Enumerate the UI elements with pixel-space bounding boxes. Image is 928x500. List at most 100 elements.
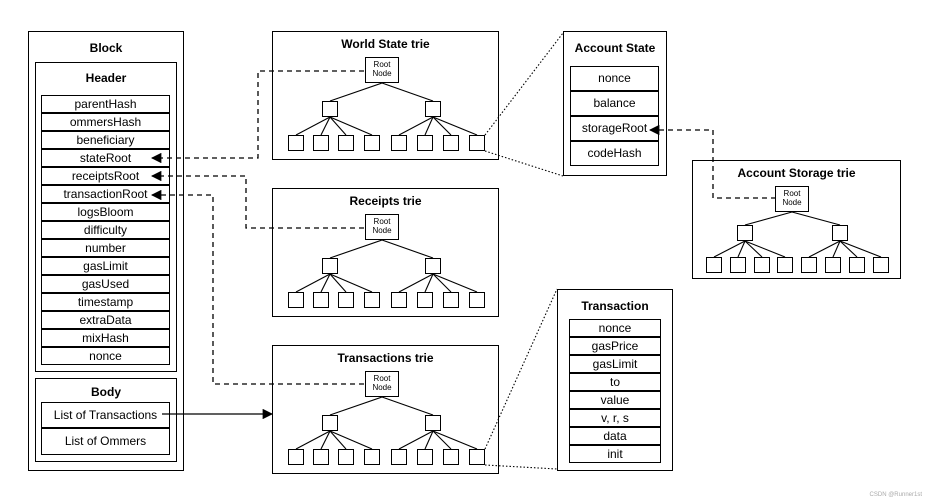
world-state-edge (295, 116, 331, 136)
body-field-list-of-transactions: List of Transactions (41, 402, 170, 428)
account-storage-leaf-node (777, 257, 793, 273)
receipts-edge (432, 273, 452, 293)
account-storage-edge (839, 240, 858, 258)
block-title: Block (89, 41, 123, 55)
receipts-leaf-node (288, 292, 304, 308)
account-storage-edge (839, 240, 882, 258)
receipts-leaf-node (391, 292, 407, 308)
transactions-trie-title: Transactions trie (337, 351, 434, 365)
transactions-leaf-node (364, 449, 380, 465)
world-state-leaf-node (338, 135, 354, 151)
body-title: Body (91, 385, 121, 399)
transactions-leaf-node (469, 449, 485, 465)
account-storage-edge (713, 240, 746, 258)
storageroot-link (648, 124, 776, 199)
account-storage-leaf-node (730, 257, 746, 273)
world-state-trie: World State trie (272, 31, 499, 160)
transactions-leaf-node (313, 449, 329, 465)
transaction-field-8: init (569, 445, 661, 463)
transactions-edge (329, 430, 373, 450)
transaction-field-1: nonce (569, 319, 661, 337)
account-storage-edge (744, 240, 763, 258)
transactions-trie: Transactions trie (272, 345, 499, 474)
world-state-edge (329, 116, 373, 136)
header-field-mixhash: mixHash (41, 329, 170, 347)
header-field-stateroot: stateRoot (41, 149, 170, 167)
receipts-edge (329, 273, 347, 293)
header-field-difficulty: difficulty (41, 221, 170, 239)
world-state-leaf-node (443, 135, 459, 151)
account-storage-leaf-node (873, 257, 889, 273)
receiptsroot-link (150, 170, 364, 229)
account-storage-leaf-node (801, 257, 817, 273)
transactions-edge (295, 430, 331, 450)
receipts-edge (320, 273, 331, 293)
world-state-edge (320, 116, 331, 136)
body-field-list-of-ommers: List of Ommers (41, 428, 170, 455)
account-state-title: Account State (574, 41, 656, 55)
world-state-edge (329, 82, 383, 102)
receipts-branch-node (322, 258, 338, 274)
receipts-root-node: Root Node (365, 214, 399, 240)
stateroot-link (150, 70, 364, 164)
transactions-leaf-node (288, 449, 304, 465)
world-state-leaf-node (469, 135, 485, 151)
header-field-nonce: nonce (41, 347, 170, 365)
transaction-field-7: data (569, 427, 661, 445)
receipts-leaf-node (417, 292, 433, 308)
world-state-leaf-node (313, 135, 329, 151)
transaction-expansion-top (484, 288, 558, 450)
header-title: Header (85, 71, 127, 85)
watermark: CSDN @Runner1st (869, 492, 922, 498)
transaction-field-5: value (569, 391, 661, 409)
receipts-edge (432, 273, 478, 293)
world-state-leaf-node (391, 135, 407, 151)
transactions-edge (381, 396, 434, 416)
world-state-trie-title: World State trie (341, 37, 430, 51)
receipts-edge (295, 273, 331, 293)
header-field-timestamp: timestamp (41, 293, 170, 311)
header-field-gaslimit: gasLimit (41, 257, 170, 275)
account-field-codehash: codeHash (570, 141, 659, 166)
transaction-title: Transaction (581, 299, 649, 313)
world-state-branch-node (322, 101, 338, 117)
account-storage-edge (791, 211, 841, 226)
header-field-parenthash: parentHash (41, 95, 170, 113)
transactions-leaf-node (417, 449, 433, 465)
transaction-field-6: v, r, s (569, 409, 661, 427)
receipts-leaf-node (469, 292, 485, 308)
receipts-edge (424, 273, 434, 293)
header-field-gasused: gasUsed (41, 275, 170, 293)
account-state-expansion-bottom (484, 150, 564, 177)
header-field-transactionroot: transactionRoot (41, 185, 170, 203)
account-field-balance: balance (570, 91, 659, 116)
world-state-edge (398, 116, 434, 136)
account-storage-branch-node (737, 225, 753, 241)
transaction-field-2: gasPrice (569, 337, 661, 355)
receipts-edge (329, 239, 383, 259)
account-storage-edge (832, 240, 841, 258)
receipts-trie-title: Receipts trie (349, 194, 422, 208)
account-field-nonce: nonce (570, 66, 659, 91)
transactions-leaf-node (391, 449, 407, 465)
transactions-root-node: Root Node (365, 371, 399, 397)
account-state-expansion-top (484, 32, 564, 136)
world-state-edge (424, 116, 434, 136)
transactions-branch-node (322, 415, 338, 431)
account-storage-edge (744, 240, 786, 258)
transactions-edge (320, 430, 331, 450)
receipts-leaf-node (338, 292, 354, 308)
transactionroot-link (150, 189, 364, 385)
account-storage-branch-node (832, 225, 848, 241)
transactions-leaf-node (443, 449, 459, 465)
transactions-edge (329, 396, 383, 416)
account-storage-edge (737, 240, 746, 258)
world-state-leaf-node (288, 135, 304, 151)
world-state-branch-node (425, 101, 441, 117)
world-state-edge (432, 116, 452, 136)
transactions-edge (329, 430, 347, 450)
transactions-branch-node (425, 415, 441, 431)
header-field-logsbloom: logsBloom (41, 203, 170, 221)
account-storage-trie: Account Storage trie (692, 160, 901, 279)
account-field-storageroot: storageRoot (570, 116, 659, 141)
